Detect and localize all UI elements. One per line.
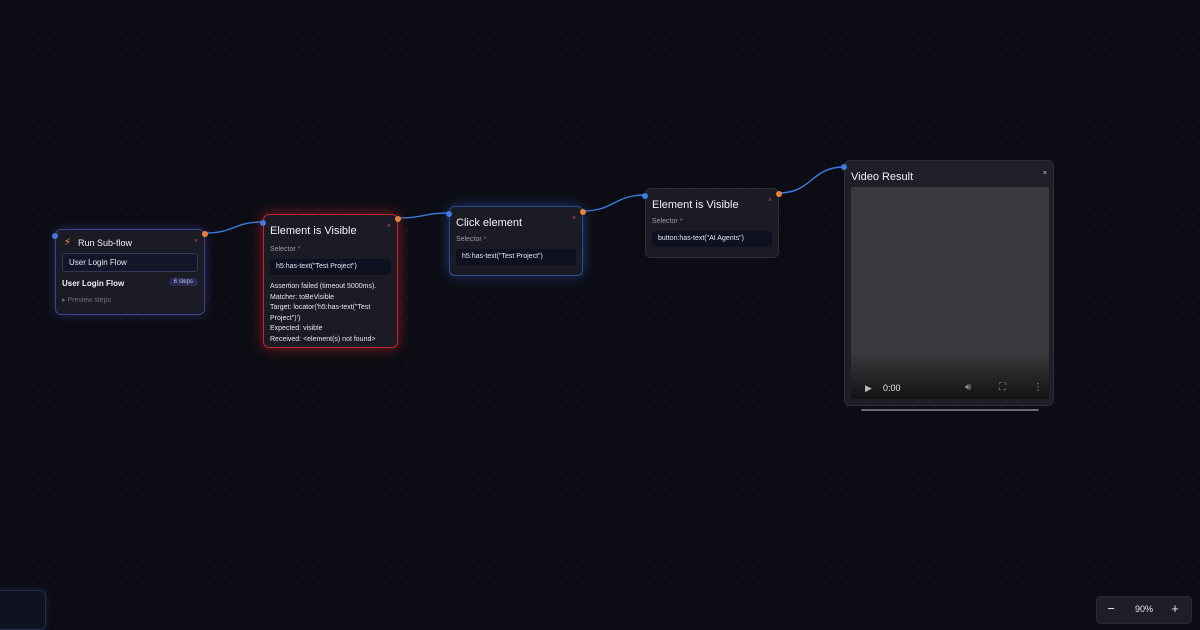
close-icon[interactable]: × [386,223,391,230]
selector-label: Selector* [652,218,683,225]
edge-visible1-to-click [397,212,450,219]
error-line: Expected: visible [270,325,323,332]
video-time: 0:00 [883,383,901,393]
output-handle[interactable] [202,231,208,237]
node-element-visible-error[interactable]: Element is Visible × Selector* h5:has-te… [260,214,401,348]
node-title: Run Sub-flow [78,238,133,248]
zoom-in-button[interactable]: + [1171,601,1179,616]
flow-name: User Login Flow [62,279,125,288]
selector-label: Selector* [270,246,301,253]
video-player[interactable]: ▶ 0:00 🔊︎ ⛶ ⋮ [851,187,1049,411]
edge-subflow-to-visible1 [204,221,264,234]
node-click-element[interactable]: Click element × Selector* h5:has-text("T… [446,206,586,276]
node-title: Element is Visible [652,199,739,211]
output-handle[interactable] [776,191,782,197]
lightning-icon: ⚡ [64,237,72,248]
video-controls: ▶ 0:00 🔊︎ ⛶ ⋮ [851,382,1049,397]
error-line: Target: locator('h5:has-text("Test [270,304,371,311]
output-handle[interactable] [580,209,586,215]
minimap-panel[interactable] [0,590,46,630]
subflow-select[interactable]: User Login Flow [62,253,198,272]
preview-steps-toggle[interactable]: ▸ Preview steps [62,297,112,304]
selector-input[interactable]: h5:has-text("Test Project") [270,259,391,275]
node-element-visible[interactable]: Element is Visible × Selector* button:ha… [642,188,782,258]
input-handle[interactable] [642,193,648,199]
close-icon[interactable]: × [193,238,198,245]
close-icon[interactable]: × [1042,170,1047,177]
input-handle[interactable] [260,220,266,226]
edge-visible2-to-video [778,166,845,194]
node-title: Element is Visible [270,225,357,237]
close-icon[interactable]: × [571,215,576,222]
input-handle[interactable] [52,233,58,239]
input-handle[interactable] [841,164,847,170]
error-message: Assertion failed (timeout 5000ms). Match… [270,282,391,345]
close-icon[interactable]: × [767,197,772,204]
more-vertical-icon[interactable]: ⋮ [1033,382,1043,393]
edge-click-to-visible2 [582,194,646,212]
error-line: Project")') [270,314,301,322]
video-progress-bar[interactable] [861,409,1039,411]
selector-input[interactable]: h5:has-text("Test Project") [456,249,576,265]
selector-label: Selector* [456,236,487,243]
node-title: Click element [456,217,523,229]
node-run-subflow[interactable]: ⚡ Run Sub-flow × User Login Flow User Lo… [52,229,208,315]
output-handle[interactable] [395,216,401,222]
steps-badge: 6 steps [168,278,198,286]
node-title: Video Result [851,171,914,183]
play-icon[interactable]: ▶ [865,383,872,393]
zoom-level: 90% [1134,604,1153,614]
volume-icon[interactable]: 🔊︎ [965,382,972,393]
input-handle[interactable] [446,211,452,217]
error-line: Assertion failed (timeout 5000ms). [270,283,377,290]
node-video-result[interactable]: Video Result × ▶ 0:00 🔊︎ ⛶ ⋮ [841,160,1054,411]
error-line: Matcher: toBeVisible [270,293,335,301]
zoom-controls: − 90% + [1096,596,1192,624]
zoom-out-button[interactable]: − [1107,601,1115,616]
error-line: Received: <element(s) not found> [270,335,376,343]
selector-input[interactable]: button:has-text("AI Agents") [652,231,772,247]
fullscreen-icon[interactable]: ⛶ [999,382,1006,393]
